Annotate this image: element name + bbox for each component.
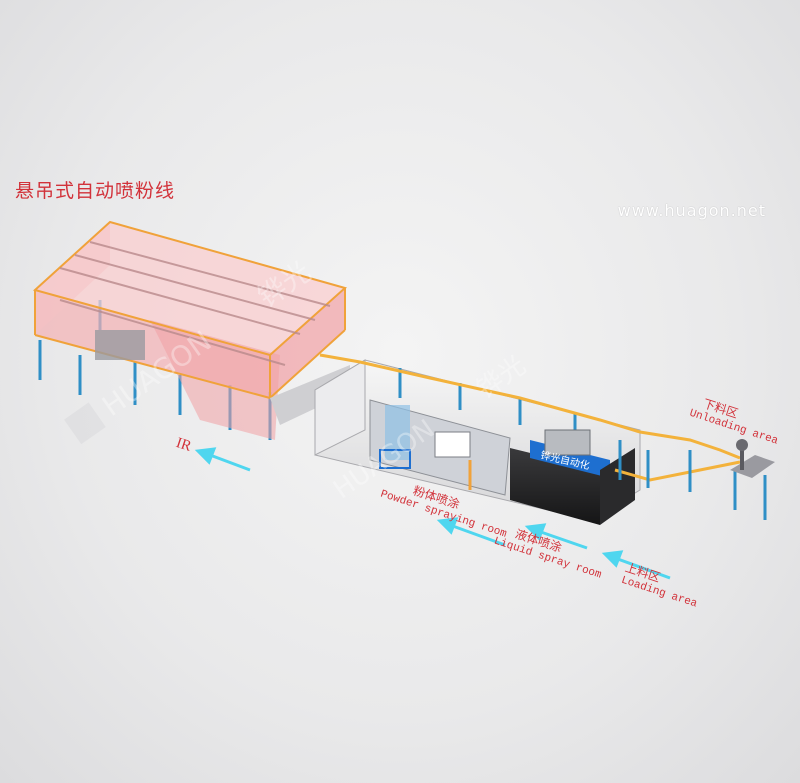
overhead-conveyor — [319, 353, 767, 520]
curing-oven — [32, 220, 350, 440]
page-title: 悬吊式自动喷粉线 — [15, 181, 176, 202]
flow-arrow-icon — [194, 447, 671, 580]
booth-enclosure — [314, 359, 641, 525]
unloading-station — [730, 439, 775, 478]
website-url: www.huagon.net — [617, 201, 766, 220]
